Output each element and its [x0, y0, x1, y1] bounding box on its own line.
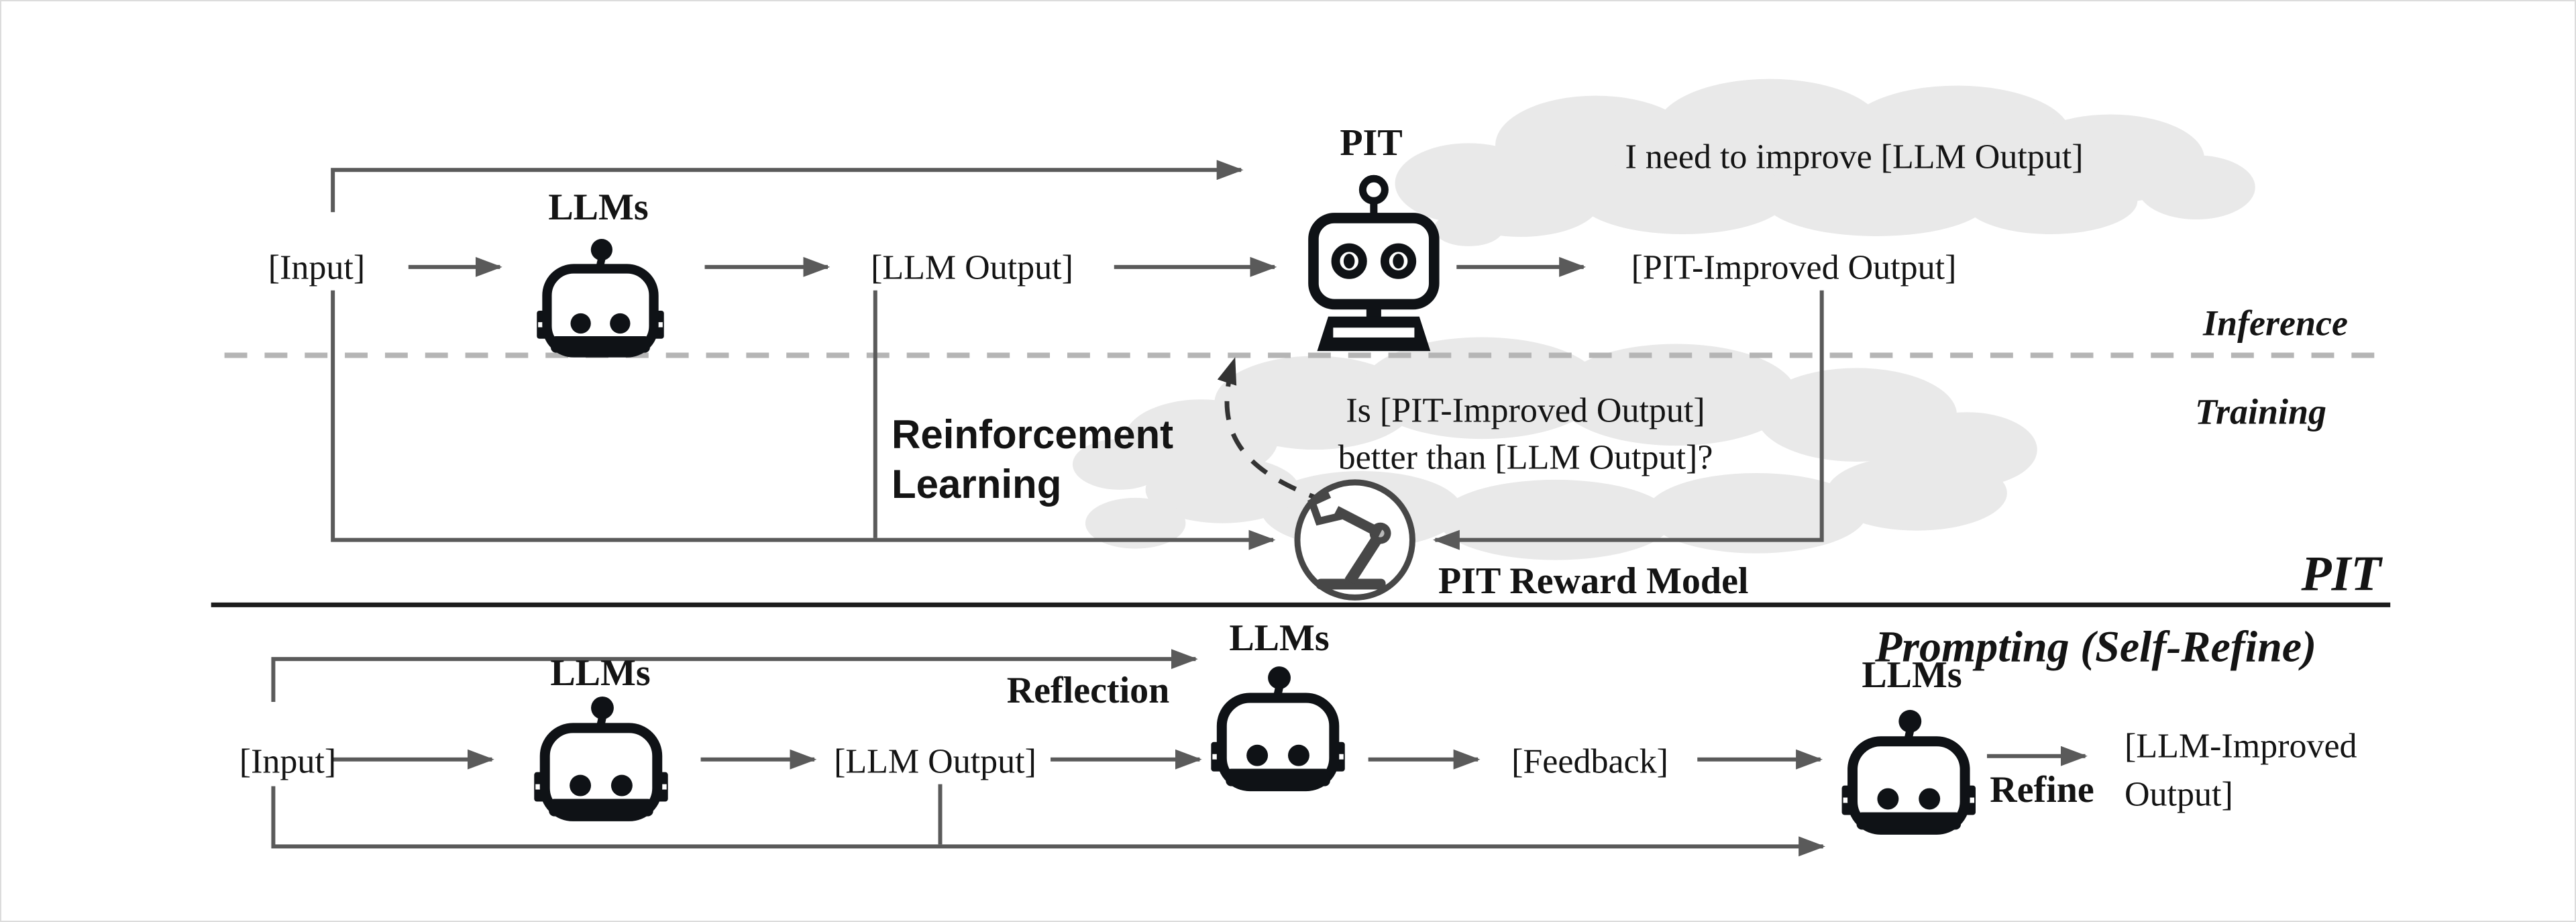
training-thought-line1: Is [PIT-Improved Output]: [1346, 391, 1705, 430]
input-to-pit-elbow-arrow: [331, 160, 1244, 213]
llm-robot-icon-refiner: [1842, 710, 1976, 829]
bottom-llms-refiner-label: LLMs: [1862, 654, 1962, 697]
top-llms-label: LLMs: [548, 187, 649, 229]
llm-robot-icon-generator: [534, 697, 667, 816]
reward-model-group: [1294, 479, 1415, 601]
reward-model-label: PIT Reward Model: [1438, 560, 1749, 603]
input-to-reflection-elbow-arrow: [271, 649, 1198, 702]
top-input-label: [Input]: [268, 248, 366, 287]
bottom-input-label: [Input]: [239, 742, 337, 781]
improved-to-reward-arrow: [1433, 290, 1824, 550]
pit-robot-label: PIT: [1340, 122, 1403, 164]
thought-cloud-inference: [1395, 79, 2255, 246]
pit-section-label: PIT: [2301, 546, 2381, 602]
llm-improved-output-line2: Output]: [2125, 775, 2233, 814]
pit-improved-output-label: [PIT-Improved Output]: [1631, 248, 1957, 287]
bottom-llm-output-label: [LLM Output]: [834, 742, 1036, 781]
llm-robot-icon-top: [537, 239, 663, 353]
reinforcement-label-line2: Learning: [892, 462, 1062, 507]
reward-model-circle: [1294, 479, 1415, 601]
feedback-label: [Feedback]: [1511, 742, 1668, 781]
input-to-refiner-long-arrow: [271, 786, 1825, 857]
training-thought-line2: better than [LLM Output]?: [1338, 438, 1713, 477]
refine-label: Refine: [1990, 769, 2094, 811]
bottom-llms-generator-label: LLMs: [550, 652, 651, 695]
bottom-flow-arrows: [271, 649, 2088, 857]
reinforcement-label-line1: Reinforcement: [892, 412, 1174, 457]
inference-label: Inference: [2203, 303, 2348, 344]
top-llm-output-label: [LLM Output]: [871, 248, 1073, 287]
reflection-label: Reflection: [1006, 670, 1170, 712]
inference-thought-text: I need to improve [LLM Output]: [1625, 138, 2084, 176]
llm-robot-icon-reflector: [1211, 666, 1344, 786]
input-to-reward-arrow: [331, 290, 1276, 550]
top-flow-arrows: [331, 160, 1824, 550]
bottom-llms-reflector-label: LLMs: [1229, 617, 1330, 660]
thought-cloud-training: [1072, 337, 2037, 560]
robot-arm-icon: [1307, 491, 1391, 590]
training-label: Training: [2194, 391, 2327, 432]
llm-improved-output-line1: [LLM-Improved: [2125, 727, 2357, 766]
prompting-section-label: Prompting (Self-Refine): [1874, 622, 2317, 672]
